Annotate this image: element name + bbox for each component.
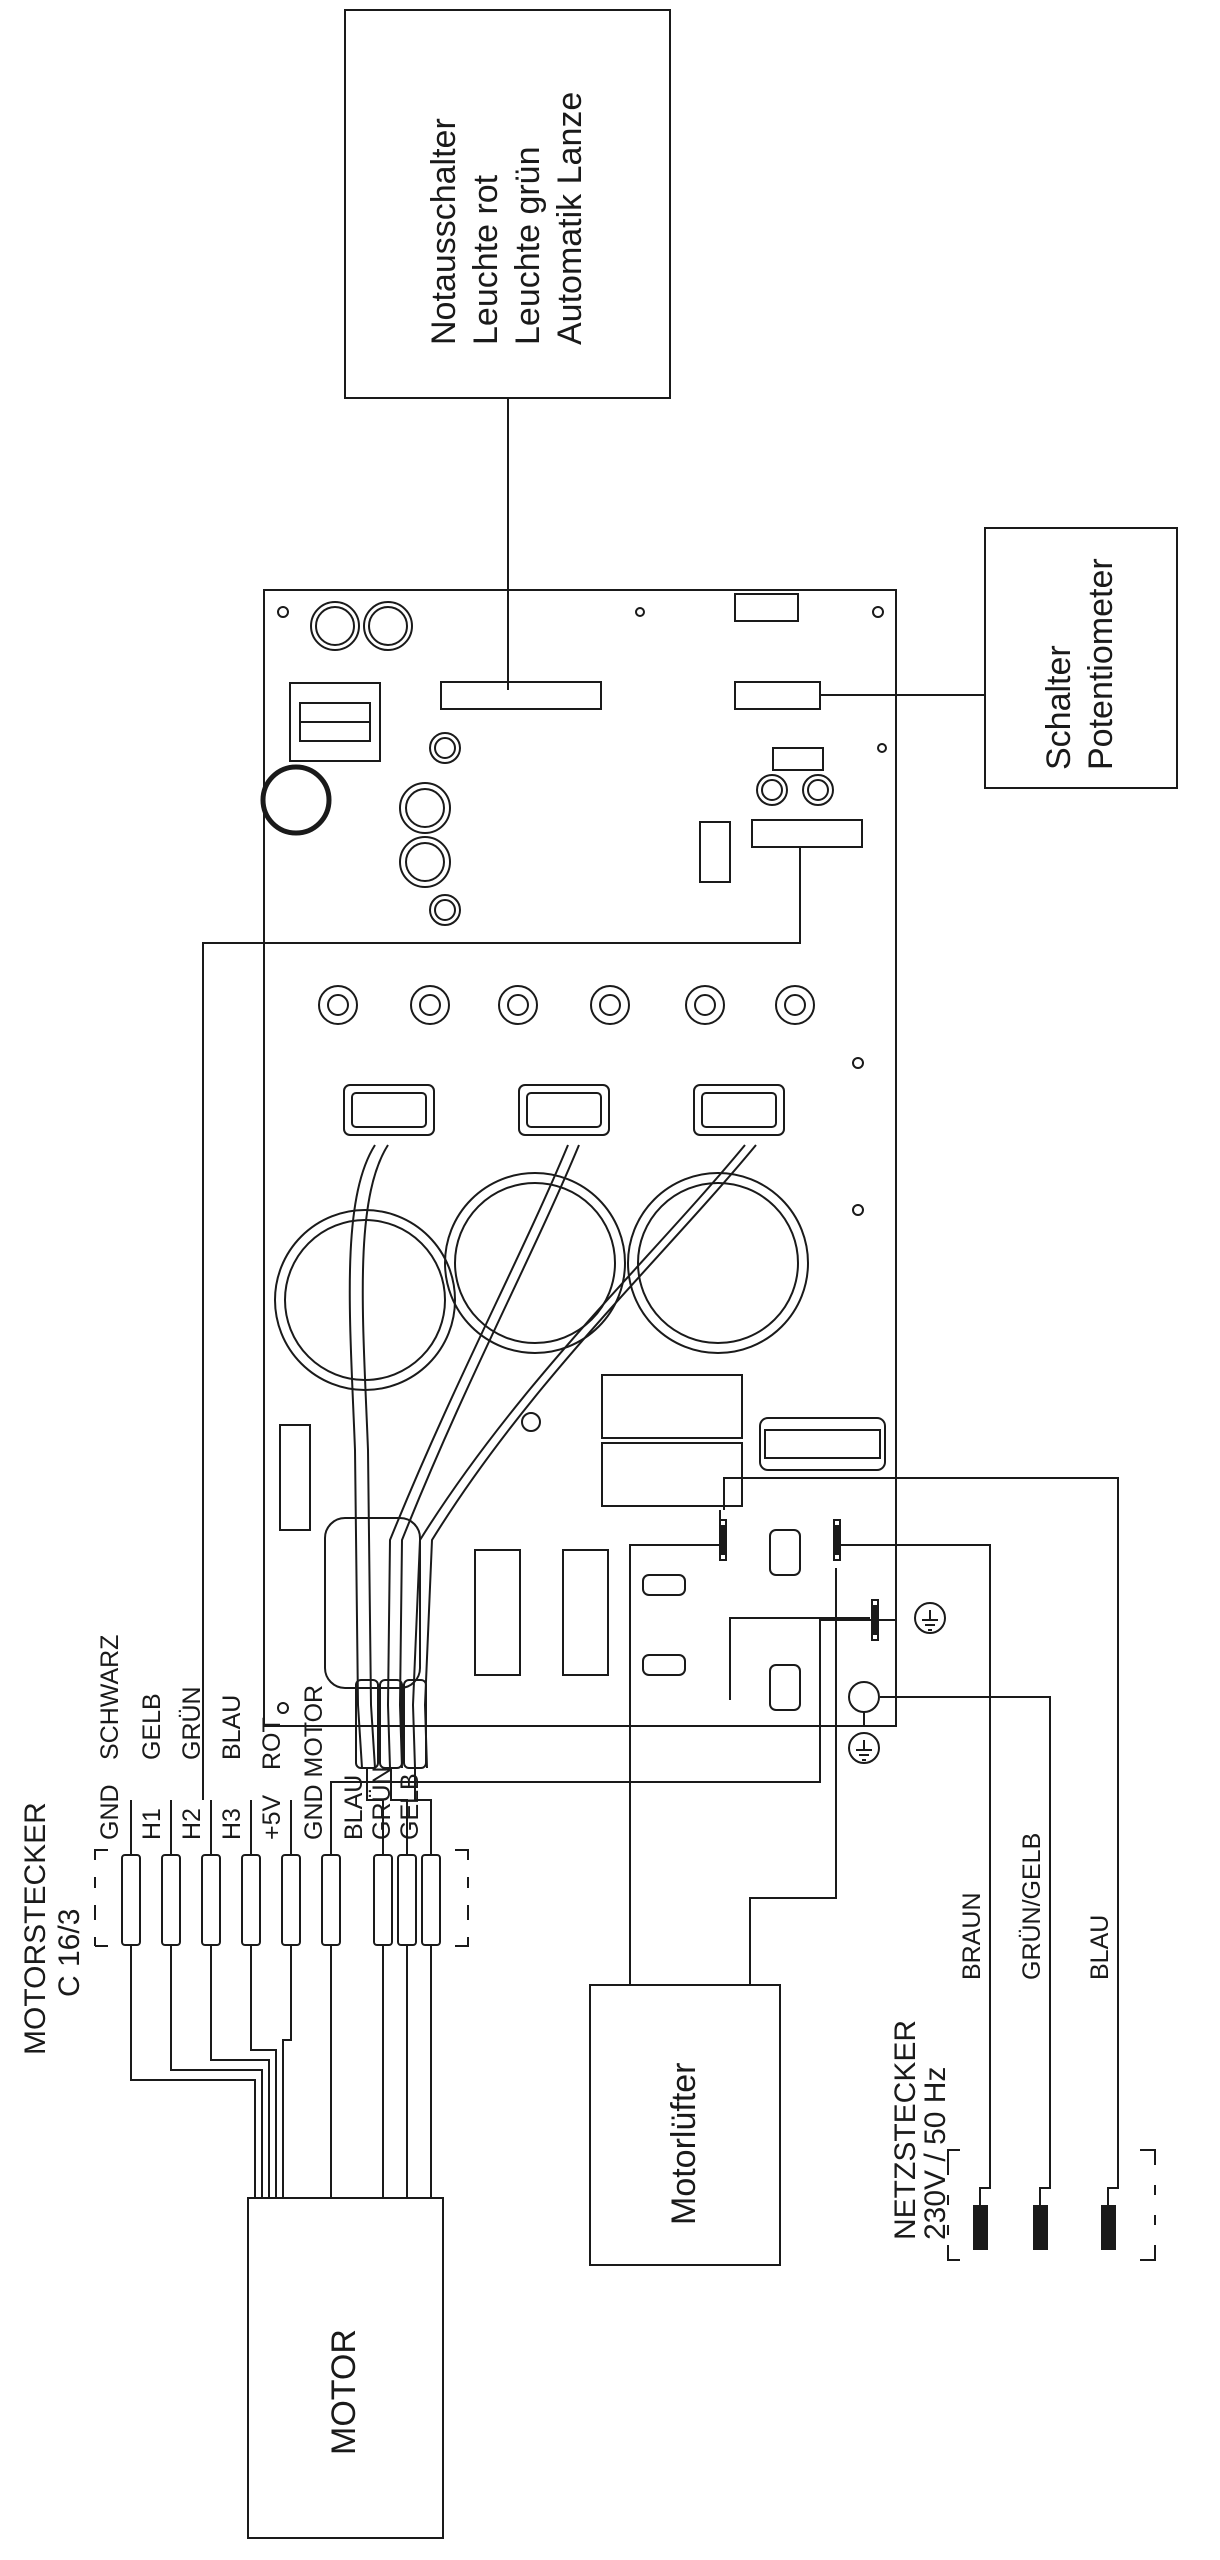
ring-capacitor: [444, 1172, 626, 1354]
control-label: Schalter: [1040, 645, 1078, 770]
relay: [601, 1442, 743, 1507]
switch-panel-box: [344, 9, 671, 399]
mains-wire-label: BRAUN: [958, 1892, 986, 1980]
control-label: Potentiometer: [1082, 558, 1120, 770]
connector-switch-panel: [440, 681, 602, 710]
mains-connector-subtitle: 230V / 50 Hz: [919, 2067, 952, 2240]
capacitor: [310, 601, 360, 651]
pin-label: GRÜN: [178, 1686, 206, 1760]
pin-label: H1: [138, 1808, 166, 1840]
ground-symbol-icon: [848, 1732, 880, 1764]
pin-label: H2: [178, 1808, 206, 1840]
mains-wire-label: BLAU: [1086, 1915, 1114, 1980]
capacitor: [363, 601, 413, 651]
pin-label: ROT: [258, 1717, 286, 1770]
motor-connector-subtitle: C 16/3: [53, 1909, 86, 1997]
relay: [601, 1374, 743, 1439]
mains-pin-blue: [1101, 2205, 1116, 2250]
mains-pin-green-yellow: [1033, 2205, 1048, 2250]
pin-label: GRÜN: [368, 1766, 396, 1840]
ring-capacitor: [627, 1172, 809, 1354]
connector-controls: [734, 681, 821, 710]
motor-title: MOTOR: [325, 2329, 363, 2455]
pin-label: SCHWARZ: [96, 1635, 124, 1760]
switch-label: Leuchte grün: [509, 147, 547, 346]
pin-label: +5V: [258, 1794, 286, 1840]
switch-label: Automatik Lanze: [551, 92, 589, 345]
mains-connector-title: NETZSTECKER: [889, 2020, 922, 2240]
large-capacitor: [260, 764, 332, 836]
ground-symbol-icon: [914, 1602, 946, 1634]
transformer: [289, 682, 381, 762]
pin-label: GND: [96, 1784, 124, 1840]
control-box: [984, 527, 1178, 789]
mains-pin-brown: [973, 2205, 988, 2250]
pcb-board: [263, 589, 897, 1727]
switch-label: Leuchte rot: [467, 174, 505, 345]
switch-label: Notausschalter: [425, 118, 463, 345]
connector-fan: [751, 819, 863, 848]
pin-label: GELB: [138, 1693, 166, 1760]
connector-small: [699, 821, 731, 883]
fan-box: [589, 1984, 781, 2266]
fan-title: Motorlüfter: [665, 2063, 703, 2226]
pin-label: H3: [218, 1808, 246, 1840]
motor-box: [247, 2197, 444, 2539]
pin-label: GELB: [396, 1773, 424, 1840]
pin-label: BLAU: [340, 1775, 368, 1840]
pin-label: BLAU: [218, 1695, 246, 1760]
connector-top-right: [734, 593, 799, 622]
motor-connector-title: MOTORSTECKER: [19, 1802, 52, 2055]
pin-label: GND MOTOR: [300, 1685, 328, 1840]
mains-wire-label: GRÜN/GELB: [1018, 1833, 1046, 1980]
